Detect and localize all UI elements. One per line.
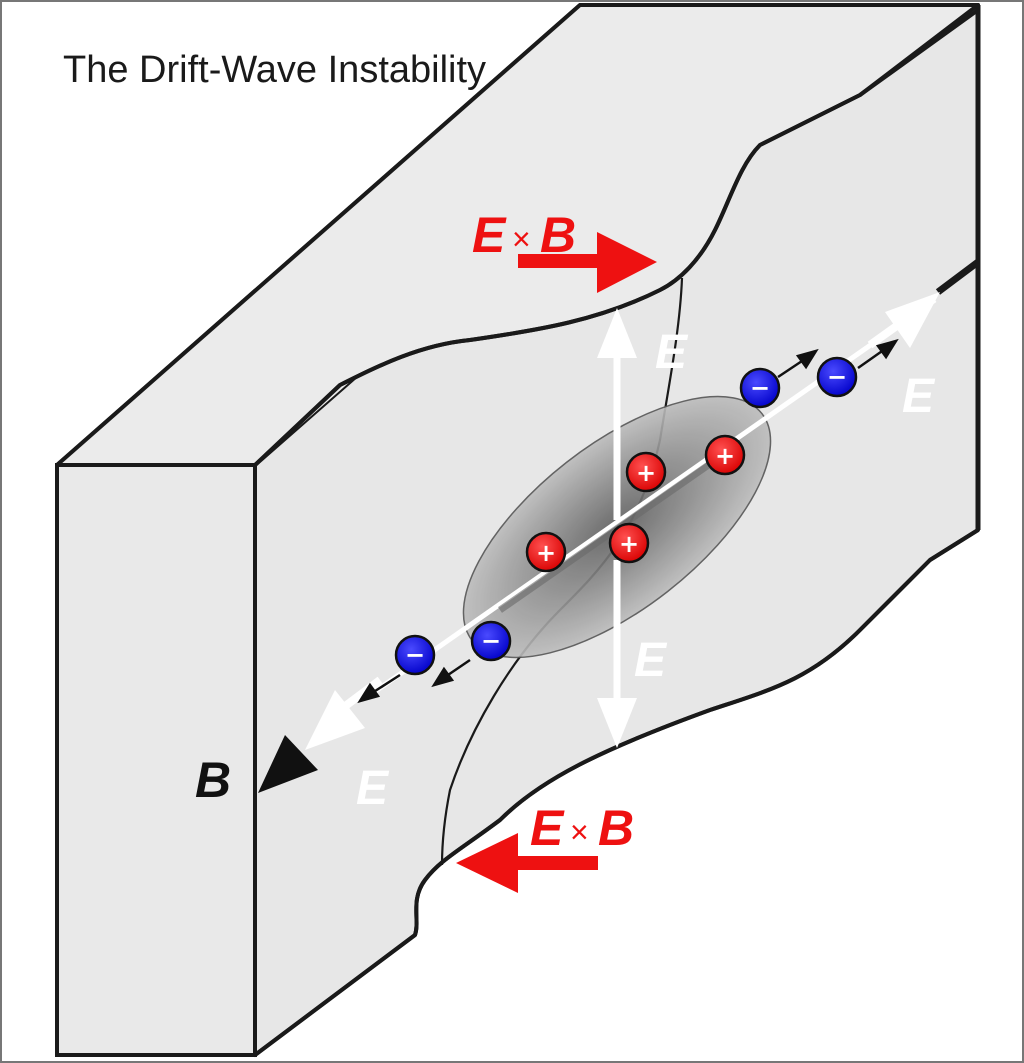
svg-text:+: + [636,459,656,487]
e-field-arrow-left [305,676,383,750]
b-field-arrow [258,735,318,793]
exb-bottom-e: E [530,800,565,856]
svg-text:−: − [827,363,847,391]
e-field-label-left: E [356,762,390,815]
svg-text:−: − [750,374,770,402]
electron: − [739,367,781,409]
e-field-arrow-right [867,292,940,349]
ion: + [704,434,746,476]
exb-label-top: E × B [472,207,576,263]
electron: − [470,620,512,662]
e-field-label-right: E [902,370,936,423]
slab-right-notch [935,259,981,295]
e-field-arrow-up [597,308,637,520]
exb-label-bottom: E × B [530,800,634,856]
svg-text:+: + [715,442,735,470]
electron-small-arrows [357,338,899,704]
exb-top-b: B [540,207,576,263]
slab-front-face [55,463,257,1057]
exb-drift-arrow-top [518,232,657,293]
ion: + [608,522,650,564]
exb-top-e: E [472,207,507,263]
b-field-label: B [195,752,231,808]
ion: + [525,531,567,573]
exb-bottom-b: B [598,800,634,856]
e-field-label-up: E [655,326,689,379]
exb-drift-arrow-bottom [456,833,598,893]
ion-group: + + + + [525,434,746,573]
wave-contour-bottom [253,528,980,1057]
electron-group: − − − − [394,356,858,676]
e-field-arrow-down [597,560,637,748]
e-field-label-down: E [634,634,668,687]
svg-text:+: + [536,539,556,567]
electron: − [816,356,858,398]
exb-top-times: × [512,221,531,257]
wave-contour-top [253,8,980,467]
svg-text:+: + [619,530,639,558]
svg-text:−: − [481,627,501,655]
exb-bottom-times: × [570,814,589,850]
electron: − [394,634,436,676]
page-title: The Drift-Wave Instability [63,49,486,91]
svg-text:−: − [405,641,425,669]
ion: + [625,451,667,493]
